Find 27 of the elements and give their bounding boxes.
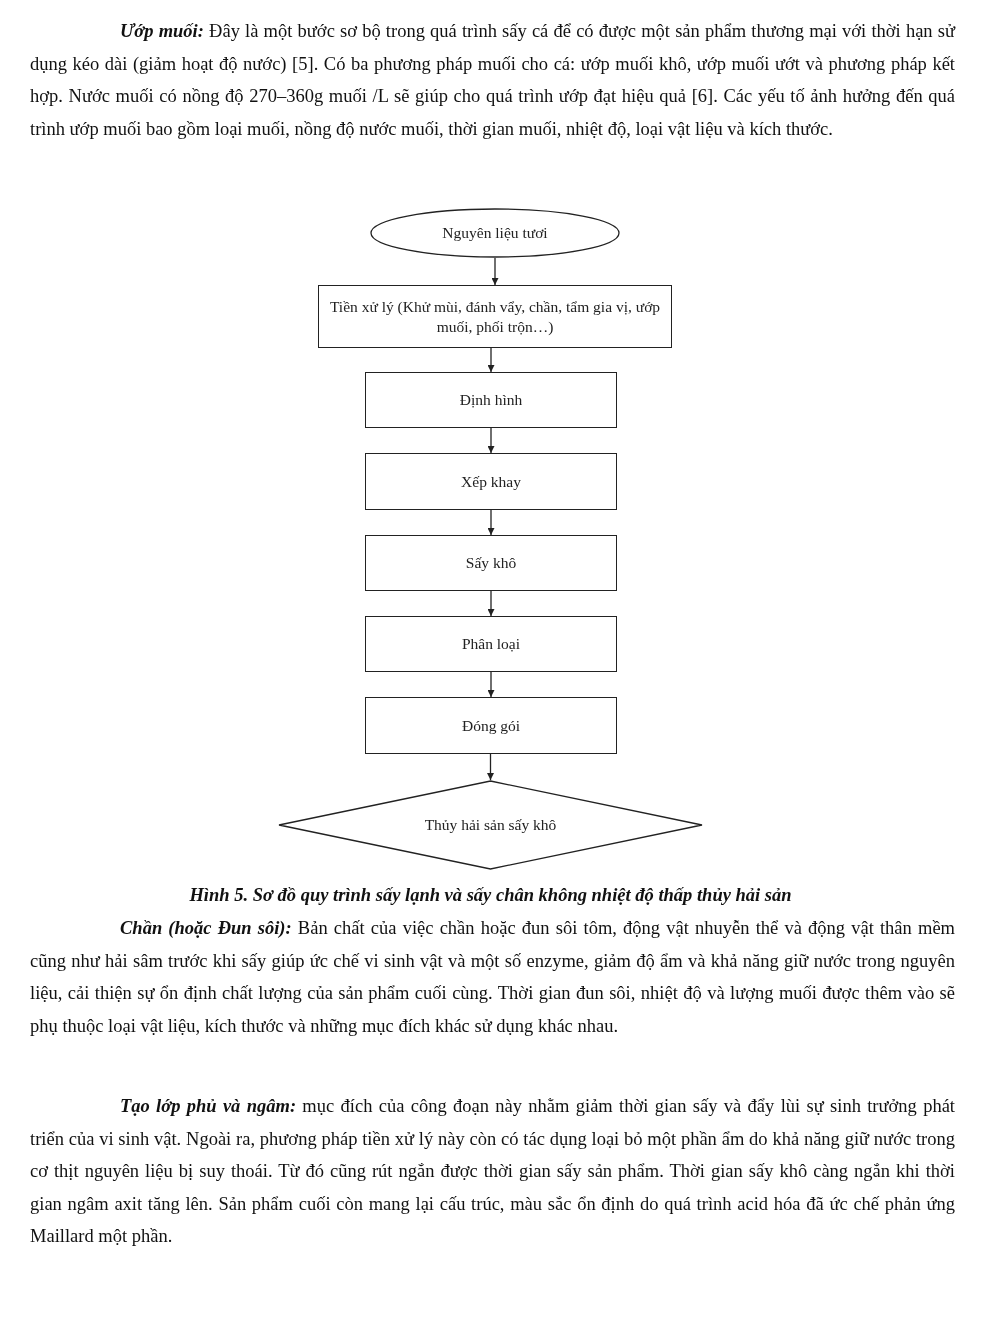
node-text: Nguyên liệu tươi bbox=[442, 223, 548, 243]
process-box bbox=[365, 616, 617, 672]
process-box bbox=[365, 535, 617, 591]
start-ellipse bbox=[370, 208, 620, 258]
arrow bbox=[487, 590, 495, 617]
paragraph: Ướp muối: Đây là một bước sơ bộ trong quá trình sấy cá để có được một sản phẩm thương mại với thời hạn sử dụng kéo dài (giảm hoạt độ nước) [5]. Có ba phương pháp muối cho cá: ướp muối khô, ướp muối ướt và phương pháp kết hợp. Nước muối có nồng độ 270–360g muối /L sẽ giúp cho quá trình ướp đạt hiệu quả [6]. Các yếu tố ảnh hưởng đến quá trình ướp muối bao gồm loại muối, nồng độ nước muối, thời gian muối, nhiệt độ, loại vật liệu và kích thước. bbox=[30, 20, 955, 141]
node-text: Đóng gói bbox=[461, 715, 521, 736]
node-text: Định hình bbox=[459, 390, 523, 410]
paragraph: Chần (hoặc Đun sôi): Bản chất của việc chần hoặc đun sôi tôm, động vật nhuyễn thể và động vật thân mềm cũng như hải sâm trước khi sấy giúp ức chế vi sinh vật và một số enzyme, giảm độ ẩm và khả năng giữ nước trong nguyên liệu, cải thiện sự ổn định chất lượng của sản phẩm cuối cùng. Thời gian đun sôi, nhiệt độ và lượng muối được thêm vào sẽ phụ thuộc loại vật liệu, kích thước và những mục đích khác sử dụng khác nhau. bbox=[30, 917, 955, 1038]
figure-caption: Hình 5. Sơ đồ quy trình sấy lạnh và sấy chân không nhiệt độ thấp thủy hải sản bbox=[188, 885, 793, 906]
paragraph: Tạo lớp phủ và ngâm: mục đích của công đoạn này nhằm giảm thời gian sấy và đẩy lùi sự sinh trưởng phát triển của vi sinh vật. Ngoài ra, phương pháp tiền xử lý này còn có tác dụng loại bỏ một phần ẩm do khả năng giữ nước trong cơ thịt nguyên liệu bị suy thoái. Từ đó cũng rút ngắn được thời gian sấy sản phẩm. Thời gian sấy khô càng ngắn khi thời gian ngâm axit tăng lên. Sản phẩm cuối còn mang lại cấu trúc, màu sắc ổn định do quá trình acid hóa đã ức chế phản ứng Maillard một phần. bbox=[30, 1095, 955, 1248]
arrow bbox=[487, 671, 495, 698]
end-diamond bbox=[278, 780, 703, 870]
node-text: Thủy hải sản sấy khô bbox=[424, 815, 557, 835]
process-box bbox=[365, 453, 617, 510]
arrow bbox=[487, 753, 494, 781]
arrow bbox=[487, 347, 495, 373]
arrow bbox=[491, 257, 499, 286]
node-text: Xếp khay bbox=[461, 471, 521, 492]
node-text: Tiền xử lý (Khử mùi, đánh vẩy, chần, tẩm gia vị, ướp muối, phối trộn…) bbox=[328, 296, 662, 337]
process-box bbox=[365, 372, 617, 428]
node-text: Sấy khô bbox=[465, 553, 517, 573]
arrow bbox=[487, 509, 495, 536]
node-text: Phân loại bbox=[461, 634, 521, 654]
process-box bbox=[318, 285, 672, 348]
process-box bbox=[365, 697, 617, 754]
arrow bbox=[487, 427, 495, 454]
